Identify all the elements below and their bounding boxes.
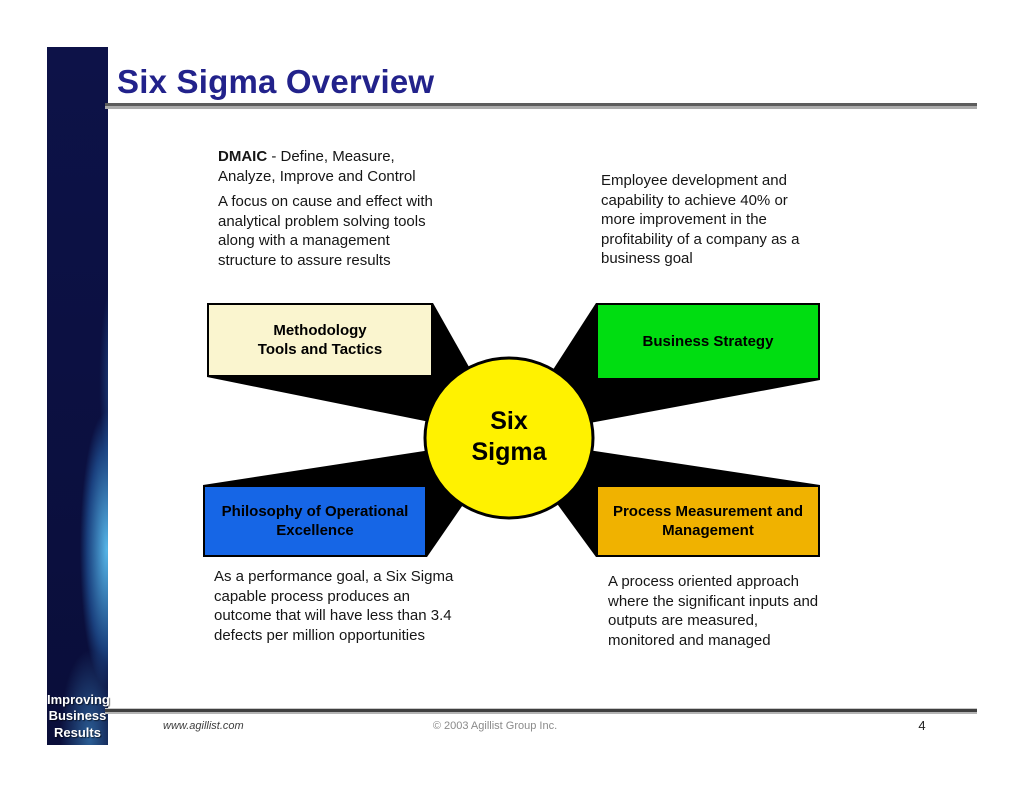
tagline-line-2: Business bbox=[48, 708, 107, 723]
sidebar-tagline: Improving Business Results bbox=[47, 691, 110, 742]
box-philosophy: Philosophy of Operational Excellence bbox=[203, 485, 427, 557]
footer-website: www.agillist.com bbox=[163, 720, 244, 732]
hub-label-line-2: Sigma bbox=[471, 438, 547, 466]
box-philosophy-line-2: Excellence bbox=[276, 522, 354, 539]
dmaic-expansion: - Define, Measure, Analyze, Improve and … bbox=[218, 148, 416, 185]
footer-copyright: © 2003 Agillist Group Inc. bbox=[432, 720, 558, 732]
box-methodology-line-1: Methodology bbox=[273, 322, 367, 339]
hub-circle bbox=[423, 356, 595, 520]
box-philosophy-line-1: Philosophy of Operational bbox=[221, 503, 409, 520]
sidebar-design-bar: Improving Business Results bbox=[47, 47, 110, 745]
box-process-line-1: Process Measurement and bbox=[612, 503, 804, 520]
note-dmaic-description: A focus on cause and effect with analyti… bbox=[218, 193, 433, 269]
box-business-strategy: Business Strategy bbox=[596, 303, 820, 380]
note-performance-goal: As a performance goal, a Six Sigma capab… bbox=[214, 568, 454, 644]
box-methodology: Methodology Tools and Tactics bbox=[207, 303, 433, 377]
tagline-line-1: Improving bbox=[47, 691, 110, 707]
page-title: Six Sigma Overview bbox=[117, 63, 435, 100]
note-process-oriented: A process oriented approach where the si… bbox=[608, 573, 819, 649]
tagline-line-3: Results bbox=[54, 724, 101, 740]
hub-label-line-1: Six bbox=[490, 407, 528, 435]
footer-rule bbox=[105, 708, 977, 714]
dmaic-term: DMAIC bbox=[218, 148, 268, 165]
title-underline bbox=[105, 103, 977, 109]
box-process-measurement: Process Measurement and Management bbox=[596, 485, 820, 557]
box-process-line-2: Management bbox=[662, 522, 754, 539]
note-employee-development: Employee development and capability to a… bbox=[601, 172, 800, 267]
hub-label: Six Sigma bbox=[425, 357, 593, 517]
note-dmaic: DMAIC - Define, Measure, Analyze, Improv… bbox=[218, 147, 452, 276]
box-methodology-line-2: Tools and Tactics bbox=[257, 341, 383, 358]
box-strategy-line-1: Business Strategy bbox=[642, 333, 774, 350]
page-number: 4 bbox=[918, 718, 926, 733]
note-dmaic-definition: DMAIC - Define, Measure, Analyze, Improv… bbox=[218, 147, 452, 186]
